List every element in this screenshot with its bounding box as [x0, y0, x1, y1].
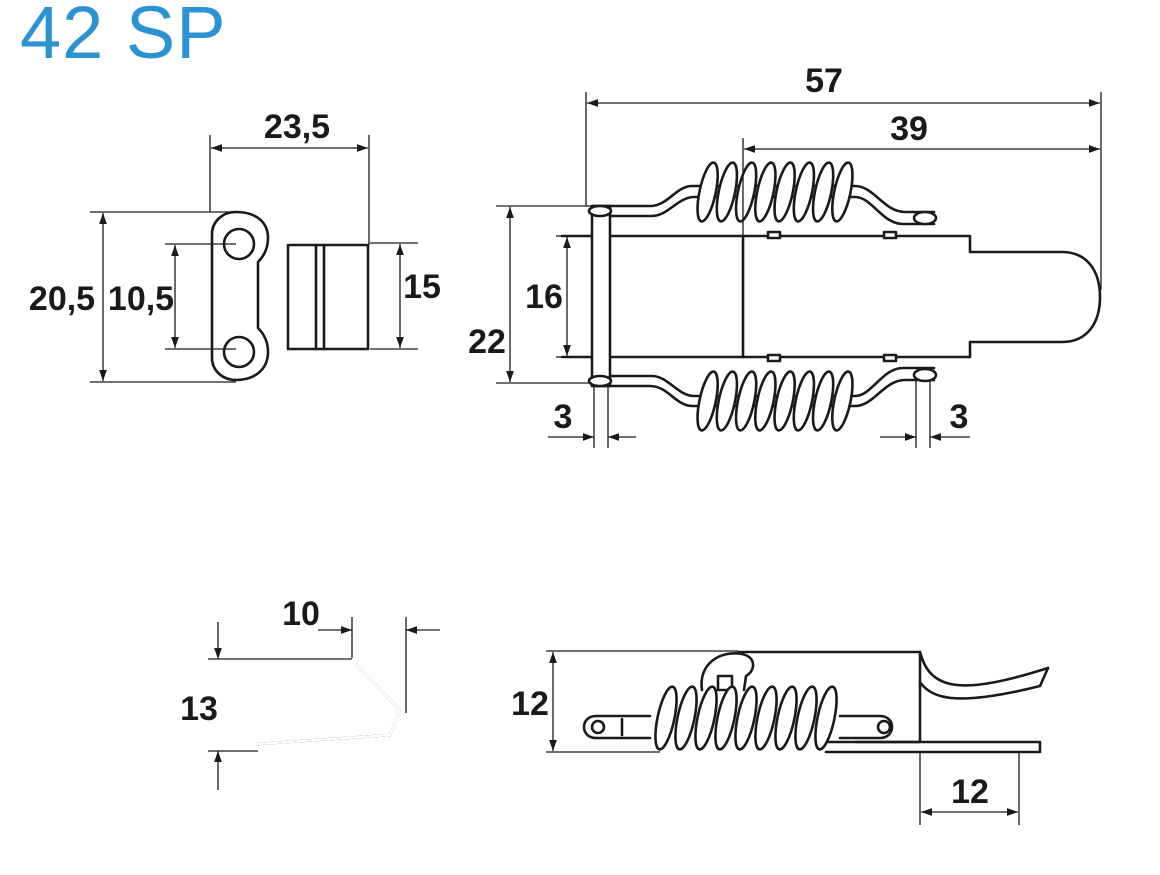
dim-catch-hole-spacing: 10,5: [108, 280, 174, 318]
spring-coil: [773, 161, 796, 223]
spring-coil: [811, 370, 835, 432]
dim-overall-width: 22: [468, 323, 506, 361]
spring-coil: [696, 370, 719, 432]
latch-side-view: 12 12: [511, 650, 1050, 825]
spring-coil: [811, 161, 835, 223]
spring-coil: [734, 685, 758, 751]
spring-coil: [754, 161, 777, 223]
dim-catch-side-height: 13: [180, 690, 218, 728]
spring-coil: [774, 685, 798, 751]
spring-coil: [714, 685, 738, 751]
spring-coil: [754, 685, 778, 751]
dim-rear-offset: 3: [554, 398, 573, 436]
spring-coil: [734, 161, 758, 223]
spring-coil: [792, 161, 816, 223]
dim-catch-height: 20,5: [29, 280, 95, 318]
spring-coil: [734, 370, 758, 432]
dim-catch-body-height: 15: [403, 268, 441, 306]
spring-coil: [831, 161, 854, 223]
spring-coil: [674, 685, 698, 751]
dim-front-offset: 3: [950, 398, 969, 436]
spring-coil: [794, 685, 818, 751]
spring-coil: [814, 685, 838, 751]
spring-top: [696, 161, 854, 223]
spring-bottom: [696, 370, 854, 432]
dim-body-width: 16: [525, 278, 563, 316]
dim-catch-width: 23,5: [264, 108, 330, 146]
product-title: 42 SP: [20, 0, 227, 74]
catch-side-view: 10 13: [180, 595, 440, 790]
dim-latch-side-height: 12: [511, 685, 549, 723]
dim-lever-length: 12: [951, 773, 989, 811]
spring-coil: [696, 161, 719, 223]
spring-side: [654, 685, 838, 751]
spring-coil: [715, 161, 739, 223]
dim-spring-length: 39: [890, 110, 928, 148]
spring-coil: [773, 370, 796, 432]
spring-coil: [831, 370, 854, 432]
dim-catch-depth: 10: [282, 595, 320, 633]
spring-coil: [792, 370, 816, 432]
spring-coil: [694, 685, 718, 751]
latch-top-view: 57 39 22 16 3 3: [468, 62, 1102, 448]
catch-top-view: 23,5 20,5 10,5 15: [29, 108, 441, 383]
dim-overall-length: 57: [805, 62, 843, 100]
spring-coil: [654, 685, 678, 751]
spring-coil: [715, 370, 739, 432]
spring-coil: [754, 370, 777, 432]
